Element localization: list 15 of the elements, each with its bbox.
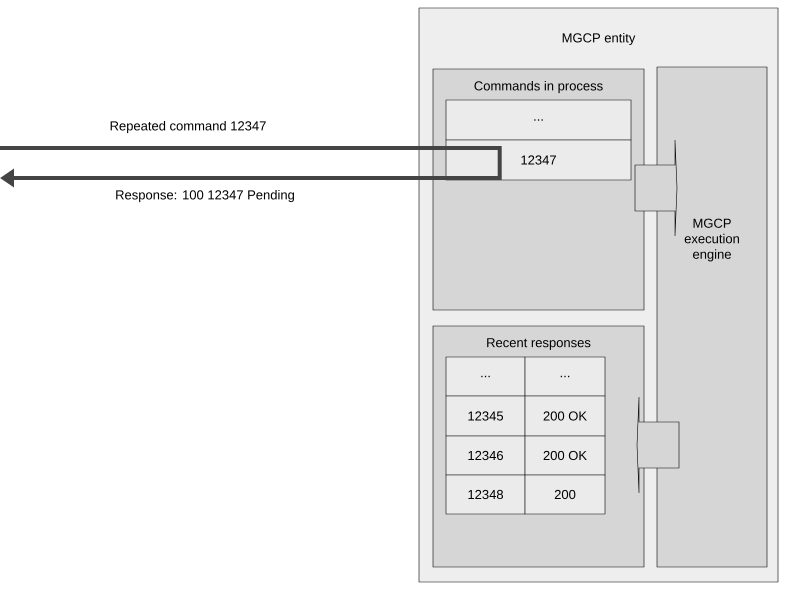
table-cell: 12347: [446, 140, 632, 180]
table-cell: 200: [524, 474, 606, 514]
block-arrow: [634, 140, 678, 236]
table-cell: 12348: [446, 474, 526, 514]
table-cell: 12345: [446, 396, 526, 436]
edge-label: Repeated command 12347: [110, 120, 266, 134]
table-cell: 12346: [446, 436, 526, 476]
table-cell: ...: [524, 356, 606, 396]
table-cell: ...: [446, 100, 632, 140]
edge-label: Response: 100 12347 Pending: [116, 190, 294, 202]
table-cell: 200 OK: [524, 436, 606, 476]
engine-box: MGCP execution engine: [656, 66, 768, 568]
table-cell: 200 OK: [524, 396, 606, 436]
table-cell: ...: [446, 356, 526, 396]
block-arrow: [636, 396, 680, 494]
